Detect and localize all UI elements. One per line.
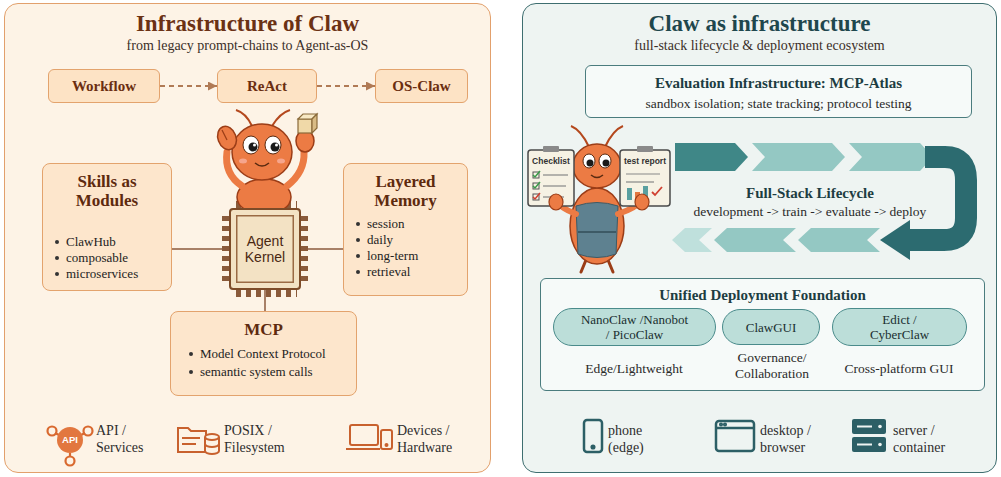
deploy-pill: ClawGUI bbox=[722, 309, 820, 345]
clipboard-title: test report bbox=[620, 156, 670, 167]
bullet-text: semantic system calls bbox=[200, 363, 313, 381]
icon-label: API / Services bbox=[96, 422, 158, 456]
bullet-row: semantic system calls bbox=[181, 363, 346, 381]
panel-subtitle: full-stack lifecycle & deployment ecosys… bbox=[523, 37, 996, 55]
box-heading: Unified Deployment Foundation bbox=[541, 286, 984, 305]
bullet-text: session bbox=[367, 216, 405, 232]
caption-text: Governance/ Collaboration bbox=[722, 350, 822, 382]
chip-label: Agent Kernel bbox=[236, 233, 294, 265]
bullet-dot bbox=[55, 256, 59, 260]
api-icon bbox=[48, 427, 93, 466]
bullet-row: composable bbox=[53, 250, 161, 266]
bullet-text: retrieval bbox=[367, 264, 410, 280]
bullet-dot bbox=[189, 352, 193, 356]
caption-text: Cross-platform GUI bbox=[829, 361, 969, 377]
stage-label: OS-Claw bbox=[392, 77, 450, 95]
icon-text: API bbox=[58, 432, 82, 448]
lifecycle-loop bbox=[672, 143, 966, 260]
bullet-text: long-term bbox=[367, 248, 418, 264]
lobster-tester bbox=[528, 126, 670, 272]
bullet-dot bbox=[356, 222, 360, 226]
panel-subtitle: from legacy prompt-chains to Agent-as-OS bbox=[5, 37, 490, 55]
stage-box: ReAct bbox=[217, 69, 317, 103]
bullet-row: microservices bbox=[53, 266, 161, 282]
icon-label: POSIX / Filesystem bbox=[224, 422, 298, 456]
info-box: Evaluation Infrastructure: MCP-Atlas sand… bbox=[585, 65, 972, 118]
stage-label: ReAct bbox=[247, 77, 287, 95]
icon-label: desktop / browser bbox=[760, 422, 826, 456]
bullet-row: ClawHub bbox=[53, 234, 161, 250]
kernel-chip: Agent Kernel bbox=[229, 208, 301, 290]
stage-box: OS-Claw bbox=[375, 69, 468, 103]
clipboard-title: Checklist bbox=[528, 156, 574, 167]
bullet-dot bbox=[356, 238, 360, 242]
lobster-kernel bbox=[214, 110, 317, 215]
devices-icon bbox=[346, 425, 392, 449]
stage-label: Workflow bbox=[72, 77, 136, 95]
module-box: Skills as ModulesClawHubcomposablemicros… bbox=[42, 163, 172, 291]
icon-label: phone (edge) bbox=[608, 422, 660, 456]
info-box: Unified Deployment FoundationEdge/Lightw… bbox=[540, 278, 985, 391]
bullet-dot bbox=[356, 254, 360, 258]
panel-title: Claw as infrastructure bbox=[523, 11, 996, 37]
server-icon bbox=[852, 419, 886, 452]
icon-label: server / container bbox=[893, 422, 965, 456]
bullet-row: session bbox=[354, 216, 457, 232]
pill-label: ClawGUI bbox=[746, 320, 797, 335]
desktop-icon bbox=[716, 421, 754, 451]
bullet-text: composable bbox=[66, 250, 128, 266]
bullet-dot bbox=[189, 370, 193, 374]
connector-line bbox=[172, 248, 229, 250]
module-box: MCP Model Context Protocolsemantic system… bbox=[170, 311, 357, 396]
bullet-row: long-term bbox=[354, 248, 457, 264]
bullet-row: Model Context Protocol bbox=[181, 345, 346, 363]
box-heading: Evaluation Infrastructure: MCP-Atlas bbox=[586, 74, 971, 93]
stage-box: Workflow bbox=[48, 69, 160, 103]
module-box: Layered Memory sessiondailylong-termretri… bbox=[343, 163, 468, 296]
icon-label: Devices / Hardware bbox=[397, 422, 469, 456]
bullet-row: daily bbox=[354, 232, 457, 248]
panel-title: Infrastructure of Claw bbox=[5, 11, 490, 37]
bullet-row: retrieval bbox=[354, 264, 457, 280]
bullet-dot bbox=[55, 240, 59, 244]
box-heading: Layered Memory bbox=[354, 172, 457, 210]
phone-icon bbox=[584, 420, 602, 452]
panel: Infrastructure of Clawfrom legacy prompt… bbox=[4, 3, 491, 473]
bullet-text: microservices bbox=[66, 266, 138, 282]
pill-label: NanoClaw /Nanobot / PicoClaw bbox=[579, 312, 690, 342]
dashed-arrow bbox=[160, 85, 217, 87]
bullet-dot bbox=[356, 270, 360, 274]
bullet-text: Model Context Protocol bbox=[200, 345, 326, 363]
caption-text: Edge/Lightweight bbox=[564, 361, 704, 377]
cycle-title: Full-Stack Lifecycle bbox=[680, 184, 940, 202]
pill-label: Edict / CyberClaw bbox=[862, 312, 937, 342]
box-heading: Skills as Modules bbox=[53, 172, 161, 210]
bullet-text: ClawHub bbox=[66, 234, 116, 250]
cycle-steps: development -> train -> evaluate -> depl… bbox=[680, 203, 940, 220]
connector-line bbox=[264, 290, 266, 311]
bullet-text: daily bbox=[367, 232, 393, 248]
filesystem-icon bbox=[178, 428, 219, 454]
box-heading: MCP bbox=[181, 320, 346, 339]
chip-pins bbox=[226, 205, 305, 294]
deploy-pill: Edict / CyberClaw bbox=[832, 308, 967, 346]
connector-line bbox=[301, 248, 343, 250]
deploy-pill: NanoClaw /Nanobot / PicoClaw bbox=[553, 308, 716, 346]
dashed-arrow bbox=[317, 85, 375, 87]
box-body: sandbox isolation; state tracking; proto… bbox=[586, 95, 971, 113]
bullet-dot bbox=[55, 272, 59, 276]
